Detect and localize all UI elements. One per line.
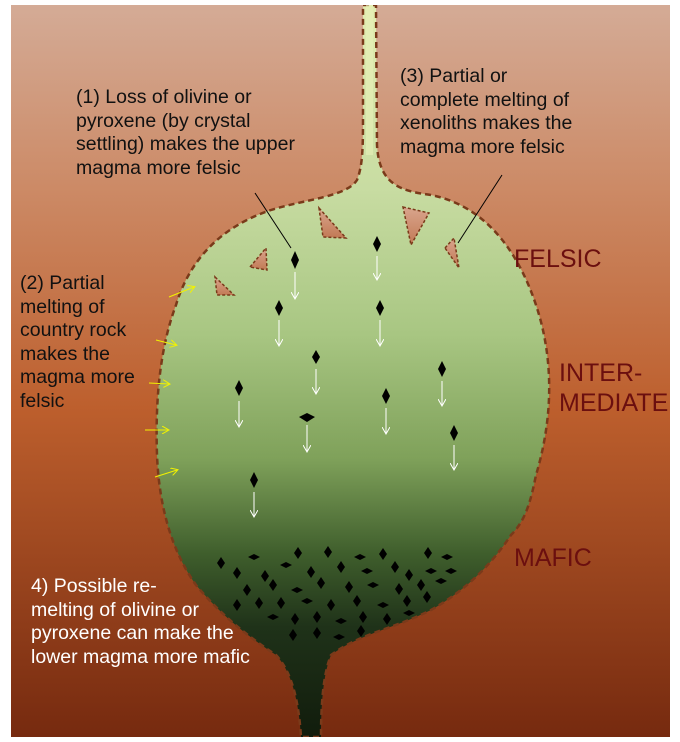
annotation-xenolith-melting: (3) Partial or complete melting of xenol…: [400, 65, 572, 159]
zone-label-intermediate: INTER- MEDIATE: [559, 358, 668, 418]
annotation-country-rock-melting: (2) Partial melting of country rock make…: [20, 272, 135, 413]
zone-label-mafic: MAFIC: [514, 543, 592, 573]
zone-label-felsic: FELSIC: [514, 244, 602, 274]
annotation-crystal-settling: (1) Loss of olivine or pyroxene (by crys…: [76, 86, 295, 180]
conduit: [366, 5, 373, 155]
annotation-remelting: 4) Possible re- melting of olivine or py…: [31, 575, 250, 669]
